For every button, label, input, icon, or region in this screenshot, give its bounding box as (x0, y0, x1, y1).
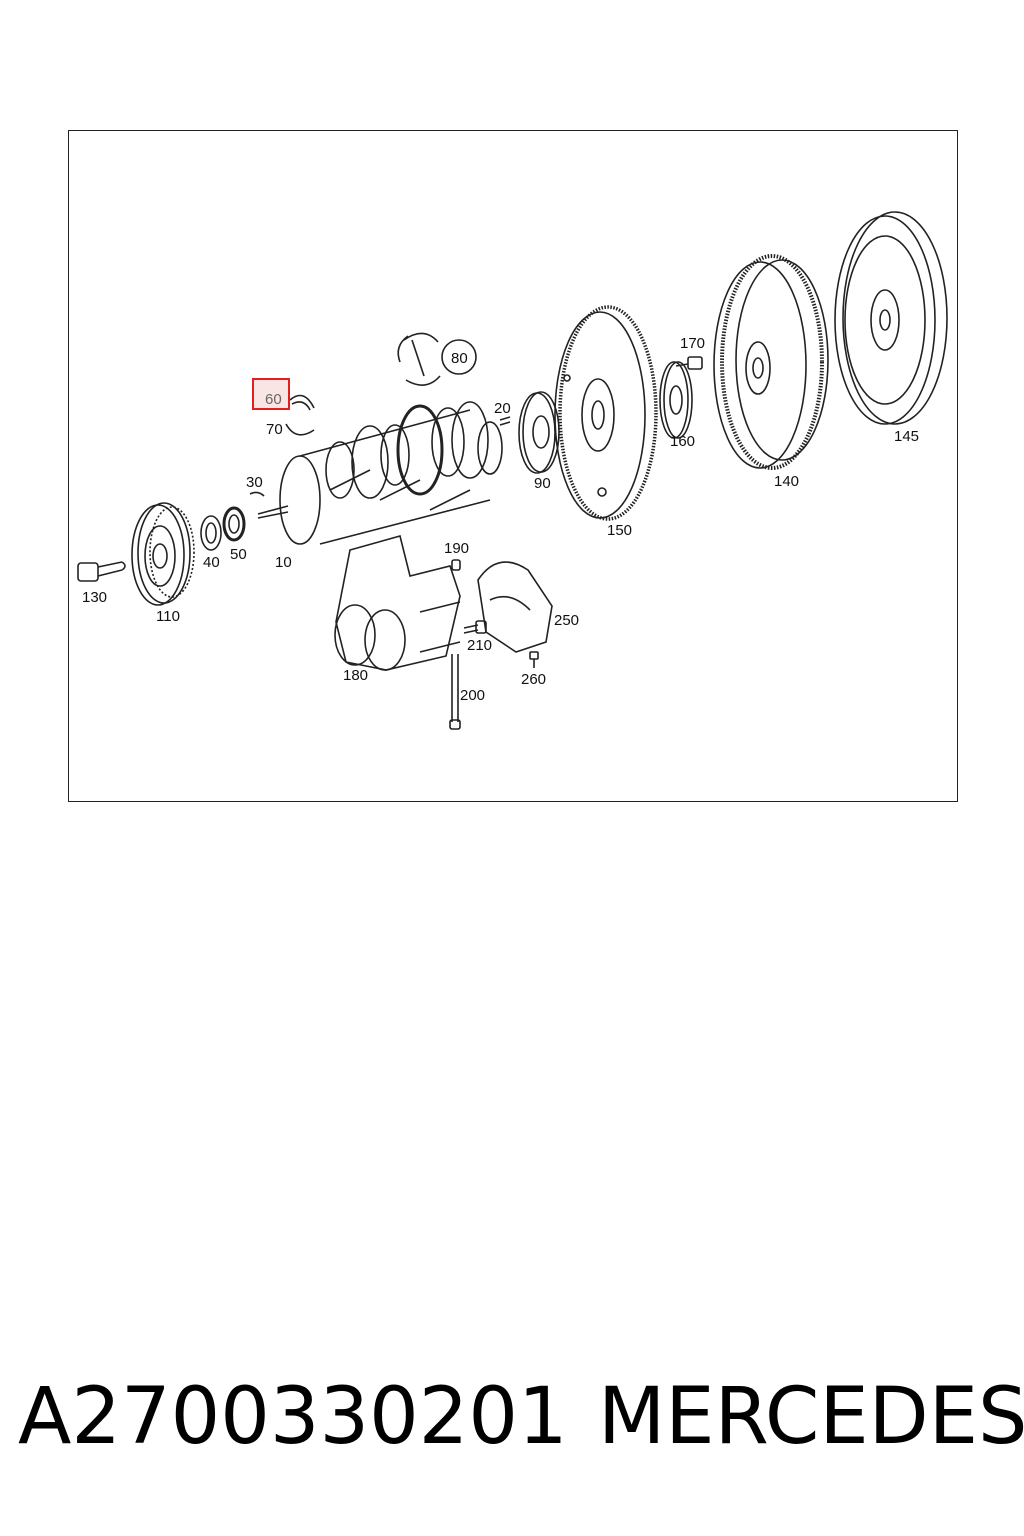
part-number: A2700330201 (18, 1372, 568, 1462)
flexplate-150[interactable] (554, 305, 658, 521)
bearing-shell-70[interactable] (285, 394, 315, 436)
label-210[interactable]: 210 (467, 637, 492, 654)
cover-250[interactable] (477, 561, 553, 653)
label-180[interactable]: 180 (343, 667, 368, 684)
flywheel-140[interactable] (713, 254, 829, 470)
key-30[interactable] (249, 491, 265, 497)
diagram-frame (68, 130, 958, 802)
product-caption: A2700330201 MERCEDES (18, 1372, 1024, 1462)
label-110[interactable]: 110 (156, 608, 180, 625)
plate-90[interactable] (518, 391, 560, 474)
label-145[interactable]: 145 (894, 428, 919, 445)
bolt-210[interactable] (463, 620, 487, 634)
seal-40[interactable] (200, 515, 222, 551)
bolt-130[interactable] (77, 561, 126, 582)
plate-160[interactable] (659, 361, 693, 439)
sleeve-190[interactable] (451, 559, 461, 571)
label-40[interactable]: 40 (203, 554, 220, 571)
bolt-200[interactable] (449, 654, 461, 730)
label-260[interactable]: 260 (521, 671, 546, 688)
flywheel-145[interactable] (834, 211, 948, 425)
label-90[interactable]: 90 (534, 475, 551, 492)
label-140[interactable]: 140 (774, 473, 799, 490)
label-80[interactable]: 80 (451, 350, 468, 367)
label-70[interactable]: 70 (266, 421, 283, 438)
bolt-170[interactable] (675, 356, 703, 370)
seal-50[interactable] (222, 506, 246, 542)
label-20[interactable]: 20 (494, 400, 511, 417)
label-170[interactable]: 170 (680, 335, 705, 352)
label-160[interactable]: 160 (670, 433, 695, 450)
label-250[interactable]: 250 (554, 612, 579, 629)
brand-name: MERCEDES (598, 1372, 1024, 1462)
label-60[interactable]: 60 (265, 391, 282, 408)
label-50[interactable]: 50 (230, 546, 247, 563)
label-10[interactable]: 10 (275, 554, 292, 571)
bearing-bridge-180[interactable] (334, 535, 461, 671)
label-200[interactable]: 200 (460, 687, 485, 704)
label-130[interactable]: 130 (82, 589, 107, 606)
thrust-washer-80[interactable] (397, 332, 477, 386)
label-30[interactable]: 30 (246, 474, 263, 491)
crankshaft-10[interactable] (257, 401, 503, 545)
pulley-110[interactable] (131, 502, 195, 606)
label-150[interactable]: 150 (607, 522, 632, 539)
highlight-box-60 (252, 378, 290, 410)
dowel-pin-20[interactable] (499, 416, 511, 426)
bolt-260[interactable] (529, 651, 539, 668)
label-190[interactable]: 190 (444, 540, 469, 557)
